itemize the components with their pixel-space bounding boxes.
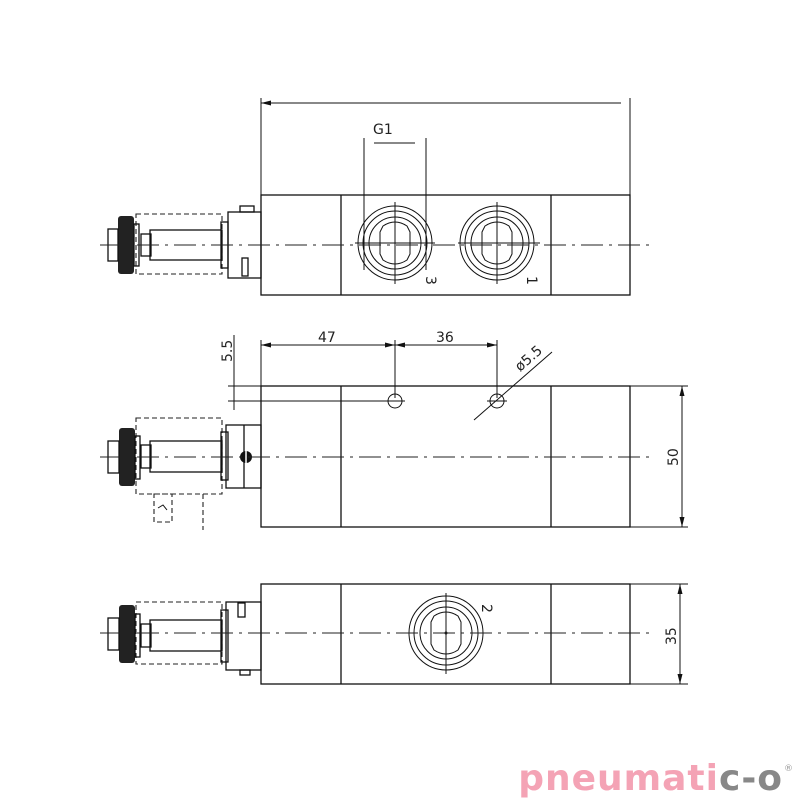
port-3-label: 3 xyxy=(422,276,438,285)
logo-text-main: pneumati xyxy=(518,758,719,799)
top-view: G1 3 1 xyxy=(100,98,655,296)
dim-hole-diameter: ø5.5 xyxy=(512,343,546,375)
dim-36: 36 xyxy=(436,330,454,346)
solenoid-side xyxy=(107,417,262,530)
side-view: 47 36 5.5 ø5.5 50 xyxy=(100,330,688,530)
arrow-icon xyxy=(261,100,271,106)
thread-label: G1 xyxy=(373,122,393,138)
registered-mark: ® xyxy=(784,764,794,774)
port-2-label: 2 xyxy=(478,604,494,613)
dim-50: 50 xyxy=(666,448,682,466)
dim-35: 35 xyxy=(664,627,680,645)
dim-47: 47 xyxy=(318,330,336,346)
solenoid-top xyxy=(107,205,262,279)
port-3 xyxy=(355,202,435,284)
logo-text-accent: c-o xyxy=(718,758,783,799)
port-1-label: 1 xyxy=(523,276,539,285)
front-view: 2 35 xyxy=(100,583,688,685)
pneumatico-logo: pneumati c-o ® xyxy=(518,758,794,799)
port-1 xyxy=(458,202,540,284)
solenoid-front xyxy=(107,601,262,676)
dim-5-5: 5.5 xyxy=(220,340,236,362)
